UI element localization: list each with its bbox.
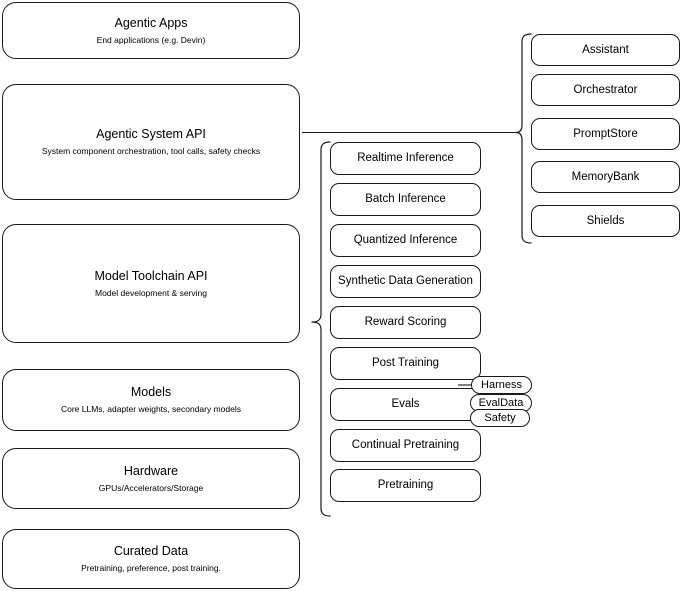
layer-box-model-toolchain-api[interactable]: Model Toolchain API Model development & …	[2, 224, 300, 343]
component-label: Orchestrator	[573, 83, 638, 96]
component-label: MemoryBank	[571, 170, 640, 183]
capability-box-reward-scoring[interactable]: Reward Scoring	[330, 306, 481, 339]
component-label: Assistant	[582, 43, 629, 56]
capability-box-batch-inference[interactable]: Batch Inference	[330, 183, 481, 216]
layer-title: Model Toolchain API	[94, 268, 208, 283]
capability-label: Batch Inference	[365, 193, 446, 206]
evals-tag-label: Safety	[484, 412, 516, 424]
component-label: Shields	[586, 214, 625, 227]
layer-title: Agentic Apps	[114, 15, 188, 30]
capability-label: Realtime Inference	[357, 152, 454, 165]
layer-title: Models	[130, 385, 172, 400]
component-label: PromptStore	[573, 127, 638, 140]
capability-label: Continual Pretraining	[351, 439, 460, 452]
capability-box-quantized-inference[interactable]: Quantized Inference	[330, 224, 481, 257]
layer-subtitle: GPUs/Accelerators/Storage	[98, 482, 204, 493]
brace-toolchain-capabilities	[311, 141, 331, 517]
layer-title: Agentic System API	[96, 127, 206, 142]
component-box-assistant[interactable]: Assistant	[531, 34, 680, 66]
layer-title: Curated Data	[113, 544, 189, 559]
layer-subtitle: End applications (e.g. Devin)	[96, 34, 206, 45]
capability-label: Evals	[391, 398, 420, 411]
capability-box-evals[interactable]: Evals	[330, 388, 481, 421]
evals-tag-harness[interactable]: Harness	[471, 376, 532, 394]
layer-box-hardware[interactable]: Hardware GPUs/Accelerators/Storage	[2, 448, 300, 509]
layer-subtitle: Core LLMs, adapter weights, secondary mo…	[60, 404, 241, 414]
component-box-promptstore[interactable]: PromptStore	[531, 118, 680, 150]
capability-label: Reward Scoring	[364, 316, 447, 329]
layer-subtitle: System component orchestration, tool cal…	[41, 146, 261, 156]
layer-box-curated-data[interactable]: Curated Data Pretraining, preference, po…	[2, 529, 300, 589]
capability-label: Synthetic Data Generation	[338, 275, 473, 288]
capability-box-post-training[interactable]: Post Training	[330, 347, 481, 380]
evals-tag-safety[interactable]: Safety	[470, 409, 530, 427]
layer-box-agentic-apps[interactable]: Agentic Apps End applications (e.g. Devi…	[2, 2, 300, 59]
brace-system-components	[515, 33, 532, 244]
component-box-memorybank[interactable]: MemoryBank	[531, 161, 680, 193]
layer-box-models[interactable]: Models Core LLMs, adapter weights, secon…	[2, 369, 300, 431]
layer-title: Hardware	[123, 463, 179, 478]
evals-tag-label: EvalData	[478, 397, 524, 409]
capability-box-realtime-inference[interactable]: Realtime Inference	[330, 142, 481, 175]
evals-tag-label: Harness	[481, 379, 522, 391]
capability-label: Quantized Inference	[353, 234, 458, 247]
component-box-shields[interactable]: Shields	[531, 205, 680, 237]
capability-box-pretraining[interactable]: Pretraining	[330, 469, 481, 502]
component-box-orchestrator[interactable]: Orchestrator	[531, 74, 680, 106]
capability-label: Pretraining	[377, 479, 434, 492]
layer-subtitle: Pretraining, preference, post training.	[81, 563, 221, 573]
layer-box-agentic-system-api[interactable]: Agentic System API System component orch…	[2, 84, 300, 200]
capability-box-synthetic-data-generation[interactable]: Synthetic Data Generation	[330, 265, 481, 298]
capability-box-continual-pretraining[interactable]: Continual Pretraining	[330, 429, 481, 462]
capability-label: Post Training	[371, 357, 440, 370]
layer-subtitle: Model development & serving	[95, 287, 207, 298]
